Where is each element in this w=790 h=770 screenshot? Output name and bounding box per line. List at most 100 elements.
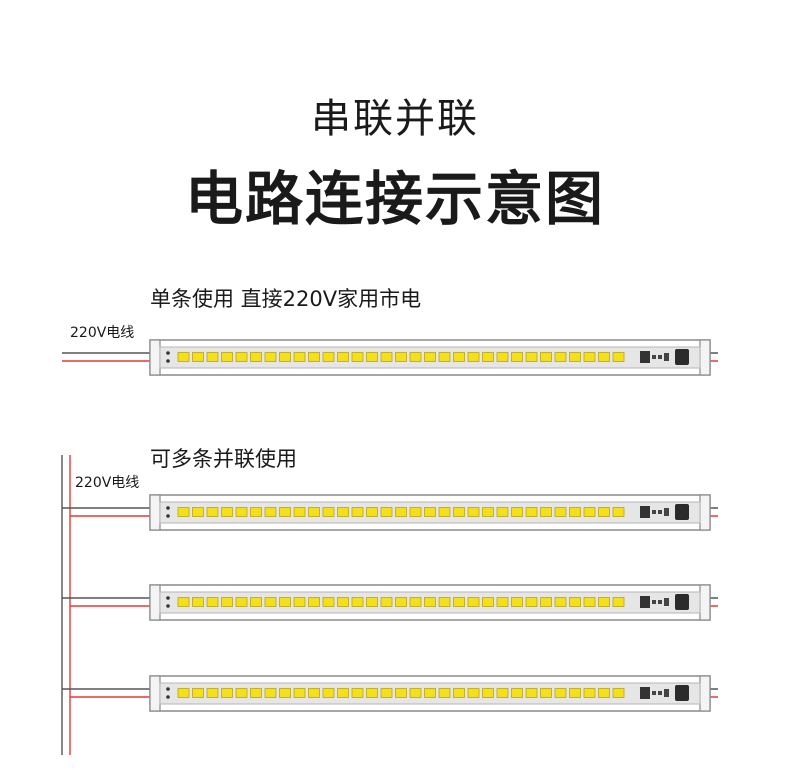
strip-end-cap-left [149, 675, 161, 712]
led-chip [511, 507, 523, 517]
led-strip-1 [149, 339, 711, 376]
led-chip [206, 507, 219, 517]
led-chip [482, 597, 494, 607]
led-chip [322, 597, 335, 607]
led-chip [250, 352, 262, 362]
led-chip [409, 597, 422, 607]
led-chip [453, 352, 465, 362]
led-chip [264, 597, 277, 607]
led-chip [221, 597, 233, 607]
led-strip-3 [149, 584, 711, 621]
led-chip [279, 688, 291, 698]
led-chip [424, 688, 436, 698]
strip-contact-dot [166, 514, 170, 518]
led-chip [482, 507, 494, 517]
rectifier-bridge [675, 594, 689, 610]
strip-contact-dot [166, 604, 170, 608]
driver-resistor [652, 510, 656, 514]
led-chip [395, 688, 407, 698]
led-chip [380, 352, 393, 362]
led-chip [540, 352, 552, 362]
led-chip [598, 688, 610, 698]
led-chip [351, 597, 364, 607]
led-chip [337, 688, 349, 698]
led-chip [351, 688, 364, 698]
led-chip [380, 507, 393, 517]
led-chip [612, 352, 625, 362]
led-chip [453, 597, 465, 607]
led-chip [366, 507, 378, 517]
led-chip [569, 688, 581, 698]
led-chip [467, 507, 480, 517]
led-chip [409, 352, 422, 362]
led-chip [308, 688, 320, 698]
driver-resistor [664, 353, 669, 361]
led-chip [569, 507, 581, 517]
driver-ic [640, 351, 650, 363]
strip-contact-dot [166, 695, 170, 699]
led-chip [569, 352, 581, 362]
strip-contact-dot [166, 687, 170, 691]
led-chip [293, 352, 306, 362]
led-chip [554, 352, 567, 362]
led-chip [438, 507, 451, 517]
led-chip [264, 507, 277, 517]
led-chip [337, 507, 349, 517]
driver-resistor [658, 510, 662, 514]
led-strip-2 [149, 494, 711, 531]
led-chip [366, 597, 378, 607]
driver-resistor [664, 689, 669, 697]
driver-resistor [652, 355, 656, 359]
led-chip [293, 507, 306, 517]
strip-contact-dot [166, 359, 170, 363]
led-chip [250, 688, 262, 698]
led-chip [206, 688, 219, 698]
led-chip [351, 507, 364, 517]
led-chip [438, 688, 451, 698]
led-strips [149, 339, 711, 712]
led-chip [308, 352, 320, 362]
led-chip [279, 352, 291, 362]
led-chip [322, 352, 335, 362]
single-use-label: 单条使用 直接220V家用市电 [150, 287, 422, 311]
led-chip [554, 507, 567, 517]
led-chip [540, 597, 552, 607]
led-chip [235, 688, 248, 698]
led-chip [395, 507, 407, 517]
rectifier-bridge [675, 685, 689, 701]
rectifier-bridge [675, 349, 689, 365]
led-chip [424, 352, 436, 362]
led-chip [612, 688, 625, 698]
led-chip [467, 688, 480, 698]
strip-end-cap-left [149, 584, 161, 621]
driver-resistor [664, 508, 669, 516]
led-chip [192, 597, 204, 607]
led-chip [221, 688, 233, 698]
led-chip [511, 688, 523, 698]
led-chip [583, 597, 596, 607]
strip-contact-dot [166, 506, 170, 510]
led-chip [337, 352, 349, 362]
led-chip [612, 507, 625, 517]
led-chip [177, 597, 190, 607]
led-chip [192, 352, 204, 362]
led-chip [554, 597, 567, 607]
driver-resistor [658, 355, 662, 359]
led-chip [235, 507, 248, 517]
strip-end-cap-right [699, 584, 711, 621]
led-chip [438, 597, 451, 607]
led-chip [598, 507, 610, 517]
led-chip [337, 597, 349, 607]
driver-ic [640, 596, 650, 608]
led-chip [409, 507, 422, 517]
led-chip [496, 688, 509, 698]
led-chip [453, 507, 465, 517]
title-subtitle: 串联并联 [311, 96, 479, 142]
strip-contact-dot [166, 596, 170, 600]
led-chip [467, 597, 480, 607]
driver-ic [640, 687, 650, 699]
led-chip [221, 352, 233, 362]
led-chip [409, 688, 422, 698]
led-strip-4 [149, 675, 711, 712]
title-main: 电路连接示意图 [184, 165, 605, 233]
